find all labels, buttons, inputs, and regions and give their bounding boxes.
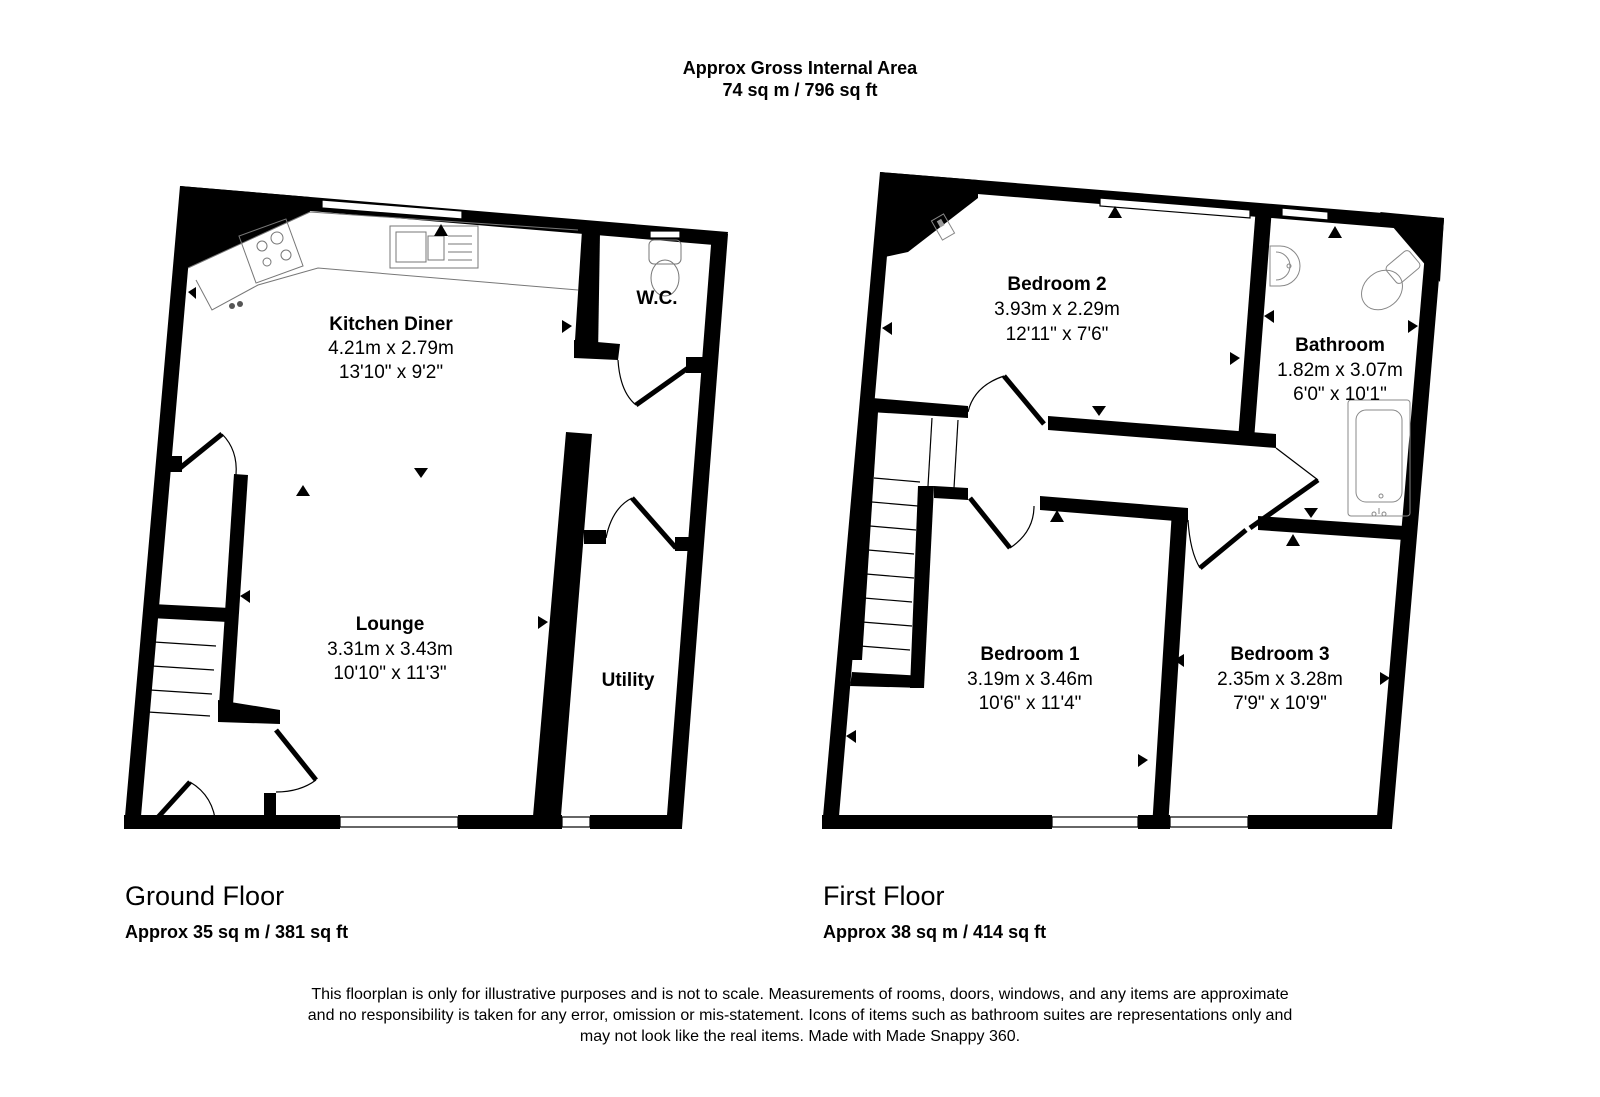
disclaimer-line-2: and no responsibility is taken for any e… bbox=[307, 1007, 1293, 1024]
gross-area-value: 74 sq m / 796 sq ft bbox=[722, 80, 878, 100]
bathroom-fixtures bbox=[930, 213, 1421, 517]
arrow-left-icon bbox=[1264, 310, 1274, 323]
arrow-right-icon bbox=[562, 320, 572, 333]
room-metric-lounge: 3.31m x 3.43m bbox=[327, 639, 453, 660]
arrow-left-icon bbox=[188, 287, 196, 299]
room-name-kitchen-diner: Kitchen Diner bbox=[329, 314, 453, 335]
first-floor-doors[interactable] bbox=[967, 374, 1320, 570]
ground-floor-area: Approx 35 sq m / 381 sq ft bbox=[125, 922, 349, 942]
arrow-down-icon bbox=[1304, 508, 1318, 518]
first-floor-title: First Floor bbox=[823, 881, 945, 911]
room-metric-kitchen-diner: 4.21m x 2.79m bbox=[328, 338, 454, 359]
room-imperial-lounge: 10'10" x 11'3" bbox=[333, 663, 446, 684]
arrow-right-icon bbox=[538, 616, 548, 629]
room-name-wc: W.C. bbox=[636, 288, 677, 309]
arrow-right-icon bbox=[1408, 320, 1418, 333]
room-imperial-bathroom: 6'0" x 10'1" bbox=[1293, 384, 1387, 405]
ground-floor-windows bbox=[321, 199, 681, 828]
ground-floor-plan: Kitchen Diner 4.21m x 2.79m 13'10" x 9'2… bbox=[124, 186, 728, 829]
arrow-up-icon bbox=[296, 485, 310, 496]
appliance-knob-icon bbox=[237, 301, 243, 307]
room-name-bedroom-2: Bedroom 2 bbox=[1007, 274, 1106, 295]
room-name-bathroom: Bathroom bbox=[1295, 335, 1385, 356]
ground-floor-walls bbox=[124, 186, 728, 829]
gross-area-title: Approx Gross Internal Area bbox=[682, 58, 918, 78]
room-name-bedroom-1: Bedroom 1 bbox=[980, 644, 1080, 665]
arrow-right-icon bbox=[1380, 672, 1390, 685]
ground-floor-stairs[interactable] bbox=[147, 641, 217, 717]
arrow-up-icon bbox=[1286, 534, 1300, 546]
first-floor-stairs[interactable] bbox=[859, 417, 959, 651]
disclaimer: This floorplan is only for illustrative … bbox=[200, 984, 1400, 1047]
arrow-down-icon bbox=[414, 468, 428, 478]
first-floor-windows bbox=[1051, 197, 1329, 828]
disclaimer-line-1: This floorplan is only for illustrative … bbox=[311, 986, 1289, 1003]
arrow-left-icon bbox=[846, 730, 856, 743]
arrow-left-icon bbox=[240, 590, 250, 603]
room-metric-bathroom: 1.82m x 3.07m bbox=[1277, 360, 1403, 381]
room-imperial-bedroom-2: 12'11" x 7'6" bbox=[1006, 324, 1109, 345]
room-metric-bedroom-2: 3.93m x 2.29m bbox=[994, 299, 1120, 320]
arrow-up-icon bbox=[434, 224, 448, 236]
room-name-utility: Utility bbox=[602, 670, 655, 691]
appliance-knob-icon bbox=[229, 303, 235, 309]
arrow-up-icon bbox=[1050, 510, 1064, 522]
room-imperial-bedroom-1: 10'6" x 11'4" bbox=[979, 693, 1082, 714]
first-floor-plan: Bedroom 2 3.93m x 2.29m 12'11" x 7'6" Ba… bbox=[822, 172, 1444, 829]
arrow-right-icon bbox=[1138, 754, 1148, 767]
ground-floor-title: Ground Floor bbox=[125, 881, 285, 911]
first-floor-walls bbox=[822, 172, 1444, 829]
room-metric-bedroom-1: 3.19m x 3.46m bbox=[967, 669, 1093, 690]
ground-floor-measure-arrows bbox=[188, 224, 572, 629]
room-name-bedroom-3: Bedroom 3 bbox=[1230, 644, 1329, 665]
room-imperial-kitchen-diner: 13'10" x 9'2" bbox=[339, 362, 443, 383]
room-name-lounge: Lounge bbox=[356, 614, 425, 635]
socket-icon bbox=[936, 218, 945, 228]
arrow-up-icon bbox=[1108, 206, 1122, 218]
ground-floor-doors[interactable] bbox=[148, 359, 690, 828]
room-imperial-bedroom-3: 7'9" x 10'9" bbox=[1233, 693, 1327, 714]
arrow-left-icon bbox=[882, 322, 892, 335]
kitchen-worktop bbox=[187, 211, 682, 311]
arrow-left-icon bbox=[1174, 654, 1184, 667]
arrow-right-icon bbox=[1230, 352, 1240, 365]
arrow-down-icon bbox=[1092, 406, 1106, 416]
first-floor-area: Approx 38 sq m / 414 sq ft bbox=[823, 922, 1047, 942]
disclaimer-line-3: may not look like the real items. Made w… bbox=[579, 1028, 1021, 1045]
first-floor-measure-arrows bbox=[846, 206, 1418, 767]
room-metric-bedroom-3: 2.35m x 3.28m bbox=[1217, 669, 1343, 690]
arrow-up-icon bbox=[1328, 226, 1342, 238]
